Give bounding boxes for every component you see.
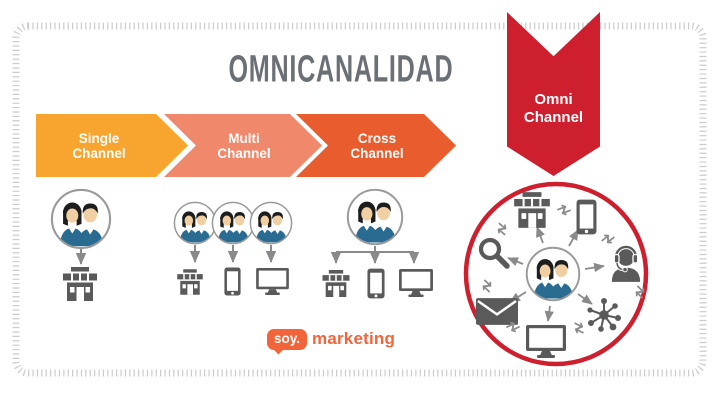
smartphone-icon — [367, 268, 385, 299]
logo-bubble-tail — [273, 344, 284, 354]
search-icon — [476, 236, 510, 270]
sync-arrows-icon — [478, 277, 496, 295]
smartphone-icon — [576, 199, 597, 235]
stage-label-line1: Cross — [357, 130, 397, 146]
page-title: OMNICANALIDAD — [228, 47, 454, 91]
stage-label-line2: Channel — [72, 145, 126, 161]
logo-suffix-text: marketing — [312, 329, 396, 348]
omni-label-line2: Channel — [523, 109, 584, 126]
stage-label-line1: Multi — [228, 130, 260, 146]
stage-arrow-cross-channel: Cross Channel — [296, 114, 456, 177]
stage-arrow-single-channel: Single Channel — [36, 114, 188, 177]
store-icon — [511, 192, 553, 228]
smartphone-icon — [224, 267, 241, 296]
computer-icon — [399, 269, 433, 297]
computer-icon — [526, 325, 566, 358]
logo-bubble-text: soy. — [274, 330, 301, 346]
customer-service-icon — [609, 244, 643, 282]
customers-avatar-omni — [525, 246, 581, 302]
logo-speech-bubble: soy. — [267, 328, 308, 354]
customers-avatar-cross — [346, 188, 404, 246]
stage-label-line2: Channel — [217, 145, 271, 161]
customers-avatar-multi-3 — [249, 201, 293, 245]
sync-arrows-icon — [631, 283, 649, 301]
stage-label-line1: Single — [78, 130, 120, 146]
brand-logo: soy. marketing — [267, 326, 396, 354]
omni-label-line1: Omni — [534, 91, 573, 108]
computer-icon — [256, 268, 289, 295]
sync-arrows-icon — [555, 202, 572, 218]
omni-channel-ribbon-arrow: Omni Channel — [507, 12, 600, 176]
store-icon — [175, 269, 205, 295]
store-icon — [320, 270, 352, 297]
stage-label-line2: Channel — [350, 145, 404, 161]
network-icon — [585, 296, 623, 334]
customers-avatar-single — [50, 188, 112, 250]
store-icon — [60, 267, 100, 301]
